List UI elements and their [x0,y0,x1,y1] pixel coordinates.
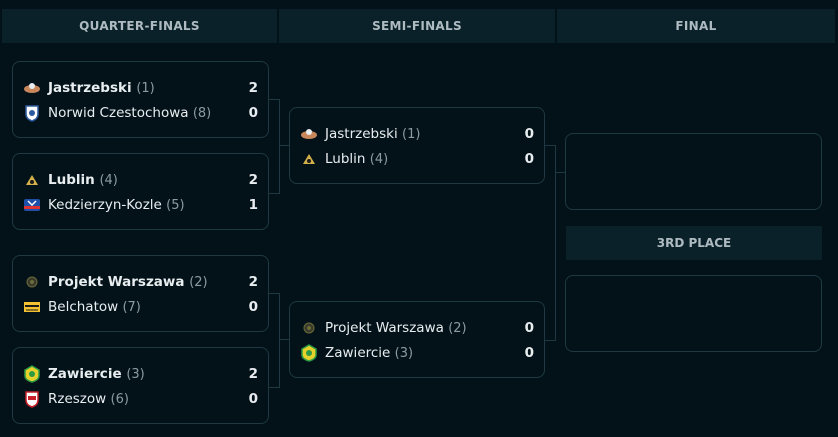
sf2-team1-row[interactable]: Projekt Warszawa (2) 0 [290,315,544,340]
team-seed: (3) [394,345,414,361]
team-seed: (5) [166,197,185,213]
team-score: 2 [248,171,258,188]
bracket-line-sf2 [279,339,289,340]
qf-match-2[interactable]: Lublin (4) 2 Kedzierzyn-Kozle (5) 1 [12,153,269,230]
team-seed: (4) [369,151,389,167]
projekt-warszawa-logo-icon [23,273,41,291]
qf4-team1-row[interactable]: Zawiercie (3) 2 [13,361,268,386]
qf1-team1-row[interactable]: Jastrzebski (1) 2 [13,75,268,100]
third-place-match[interactable] [565,275,822,352]
team-score: 0 [248,298,258,315]
qf1-team2-row[interactable]: Norwid Czestochowa (8) 0 [13,100,268,125]
team-seed: (4) [99,172,118,188]
team-name: Zawiercie (3) [325,344,414,361]
sf1-team1-row[interactable]: Jastrzebski (1) 0 [290,121,544,146]
team-score: 0 [524,150,534,167]
jastrzebski-logo-icon [23,79,41,97]
zawiercie-logo-icon [23,364,41,383]
round-header-semi-finals: SEMI-FINALS [279,9,555,43]
team-score: 1 [248,196,258,213]
projekt-warszawa-logo-icon [300,319,318,337]
bracket-line-sf1 [279,145,289,146]
qf-match-3[interactable]: Projekt Warszawa (2) 2 Belchatow (7) 0 [12,255,269,332]
bracket-line-final [555,172,565,173]
team-score: 0 [524,319,534,336]
team-name: Zawiercie (3) [48,365,145,382]
bracket-connector-qf34 [269,293,280,388]
team-seed: (2) [448,320,467,336]
sf-match-2[interactable]: Projekt Warszawa (2) 0 Zawiercie (3) 0 [289,301,545,378]
qf2-team1-row[interactable]: Lublin (4) 2 [13,167,268,192]
team-name: Jastrzebski (1) [48,79,155,96]
team-score: 2 [248,365,258,382]
team-name: Projekt Warszawa (2) [325,319,467,336]
bracket-connector-qf12 [269,99,280,194]
sf2-team2-row[interactable]: Zawiercie (3) 0 [290,340,544,365]
sf-match-1[interactable]: Jastrzebski (1) 0 Lublin (4) 0 [289,107,545,184]
team-name: Lublin (4) [48,171,118,188]
final-match[interactable] [565,133,822,210]
round-header-final: FINAL [557,9,835,43]
round-header-third-place: 3RD PLACE [566,226,822,260]
qf3-team2-row[interactable]: Belchatow (7) 0 [13,294,268,319]
lublin-logo-icon [300,150,318,168]
team-seed: (2) [189,274,208,290]
belchatow-logo-icon [23,298,41,316]
team-name: Norwid Czestochowa (8) [48,104,212,121]
team-seed: (1) [402,126,421,142]
norwid-czestochowa-logo-icon [23,104,41,122]
team-seed: (1) [136,80,155,96]
team-seed: (6) [110,391,129,407]
team-score: 0 [524,344,534,361]
jastrzebski-logo-icon [300,125,318,143]
qf2-team2-row[interactable]: Kedzierzyn-Kozle (5) 1 [13,192,268,217]
qf-match-1[interactable]: Jastrzebski (1) 2 Norwid Czestochowa (8)… [12,61,269,138]
lublin-logo-icon [23,171,41,189]
qf4-team2-row[interactable]: Rzeszow (6) 0 [13,386,268,411]
team-name: Belchatow (7) [48,298,141,315]
sf1-team2-row[interactable]: Lublin (4) 0 [290,146,544,171]
qf3-team1-row[interactable]: Projekt Warszawa (2) 2 [13,269,268,294]
qf-match-4[interactable]: Zawiercie (3) 2 Rzeszow (6) 0 [12,347,269,424]
team-name: Projekt Warszawa (2) [48,273,208,290]
round-header-quarter-finals: QUARTER-FINALS [2,9,277,43]
team-name: Lublin (4) [325,150,389,167]
rzeszow-logo-icon [23,390,41,408]
zawiercie-logo-icon [300,343,318,362]
bracket-connector-sf [545,145,556,341]
team-score: 0 [524,125,534,142]
team-name: Rzeszow (6) [48,390,129,407]
kedzierzyn-kozle-logo-icon [23,196,41,214]
team-score: 0 [248,390,258,407]
team-score: 0 [248,104,258,121]
team-seed: (8) [192,105,212,121]
team-name: Jastrzebski (1) [325,125,421,142]
team-name: Kedzierzyn-Kozle (5) [48,196,185,213]
team-score: 2 [248,79,258,96]
team-seed: (7) [122,299,141,315]
team-score: 2 [248,273,258,290]
team-seed: (3) [126,366,145,382]
